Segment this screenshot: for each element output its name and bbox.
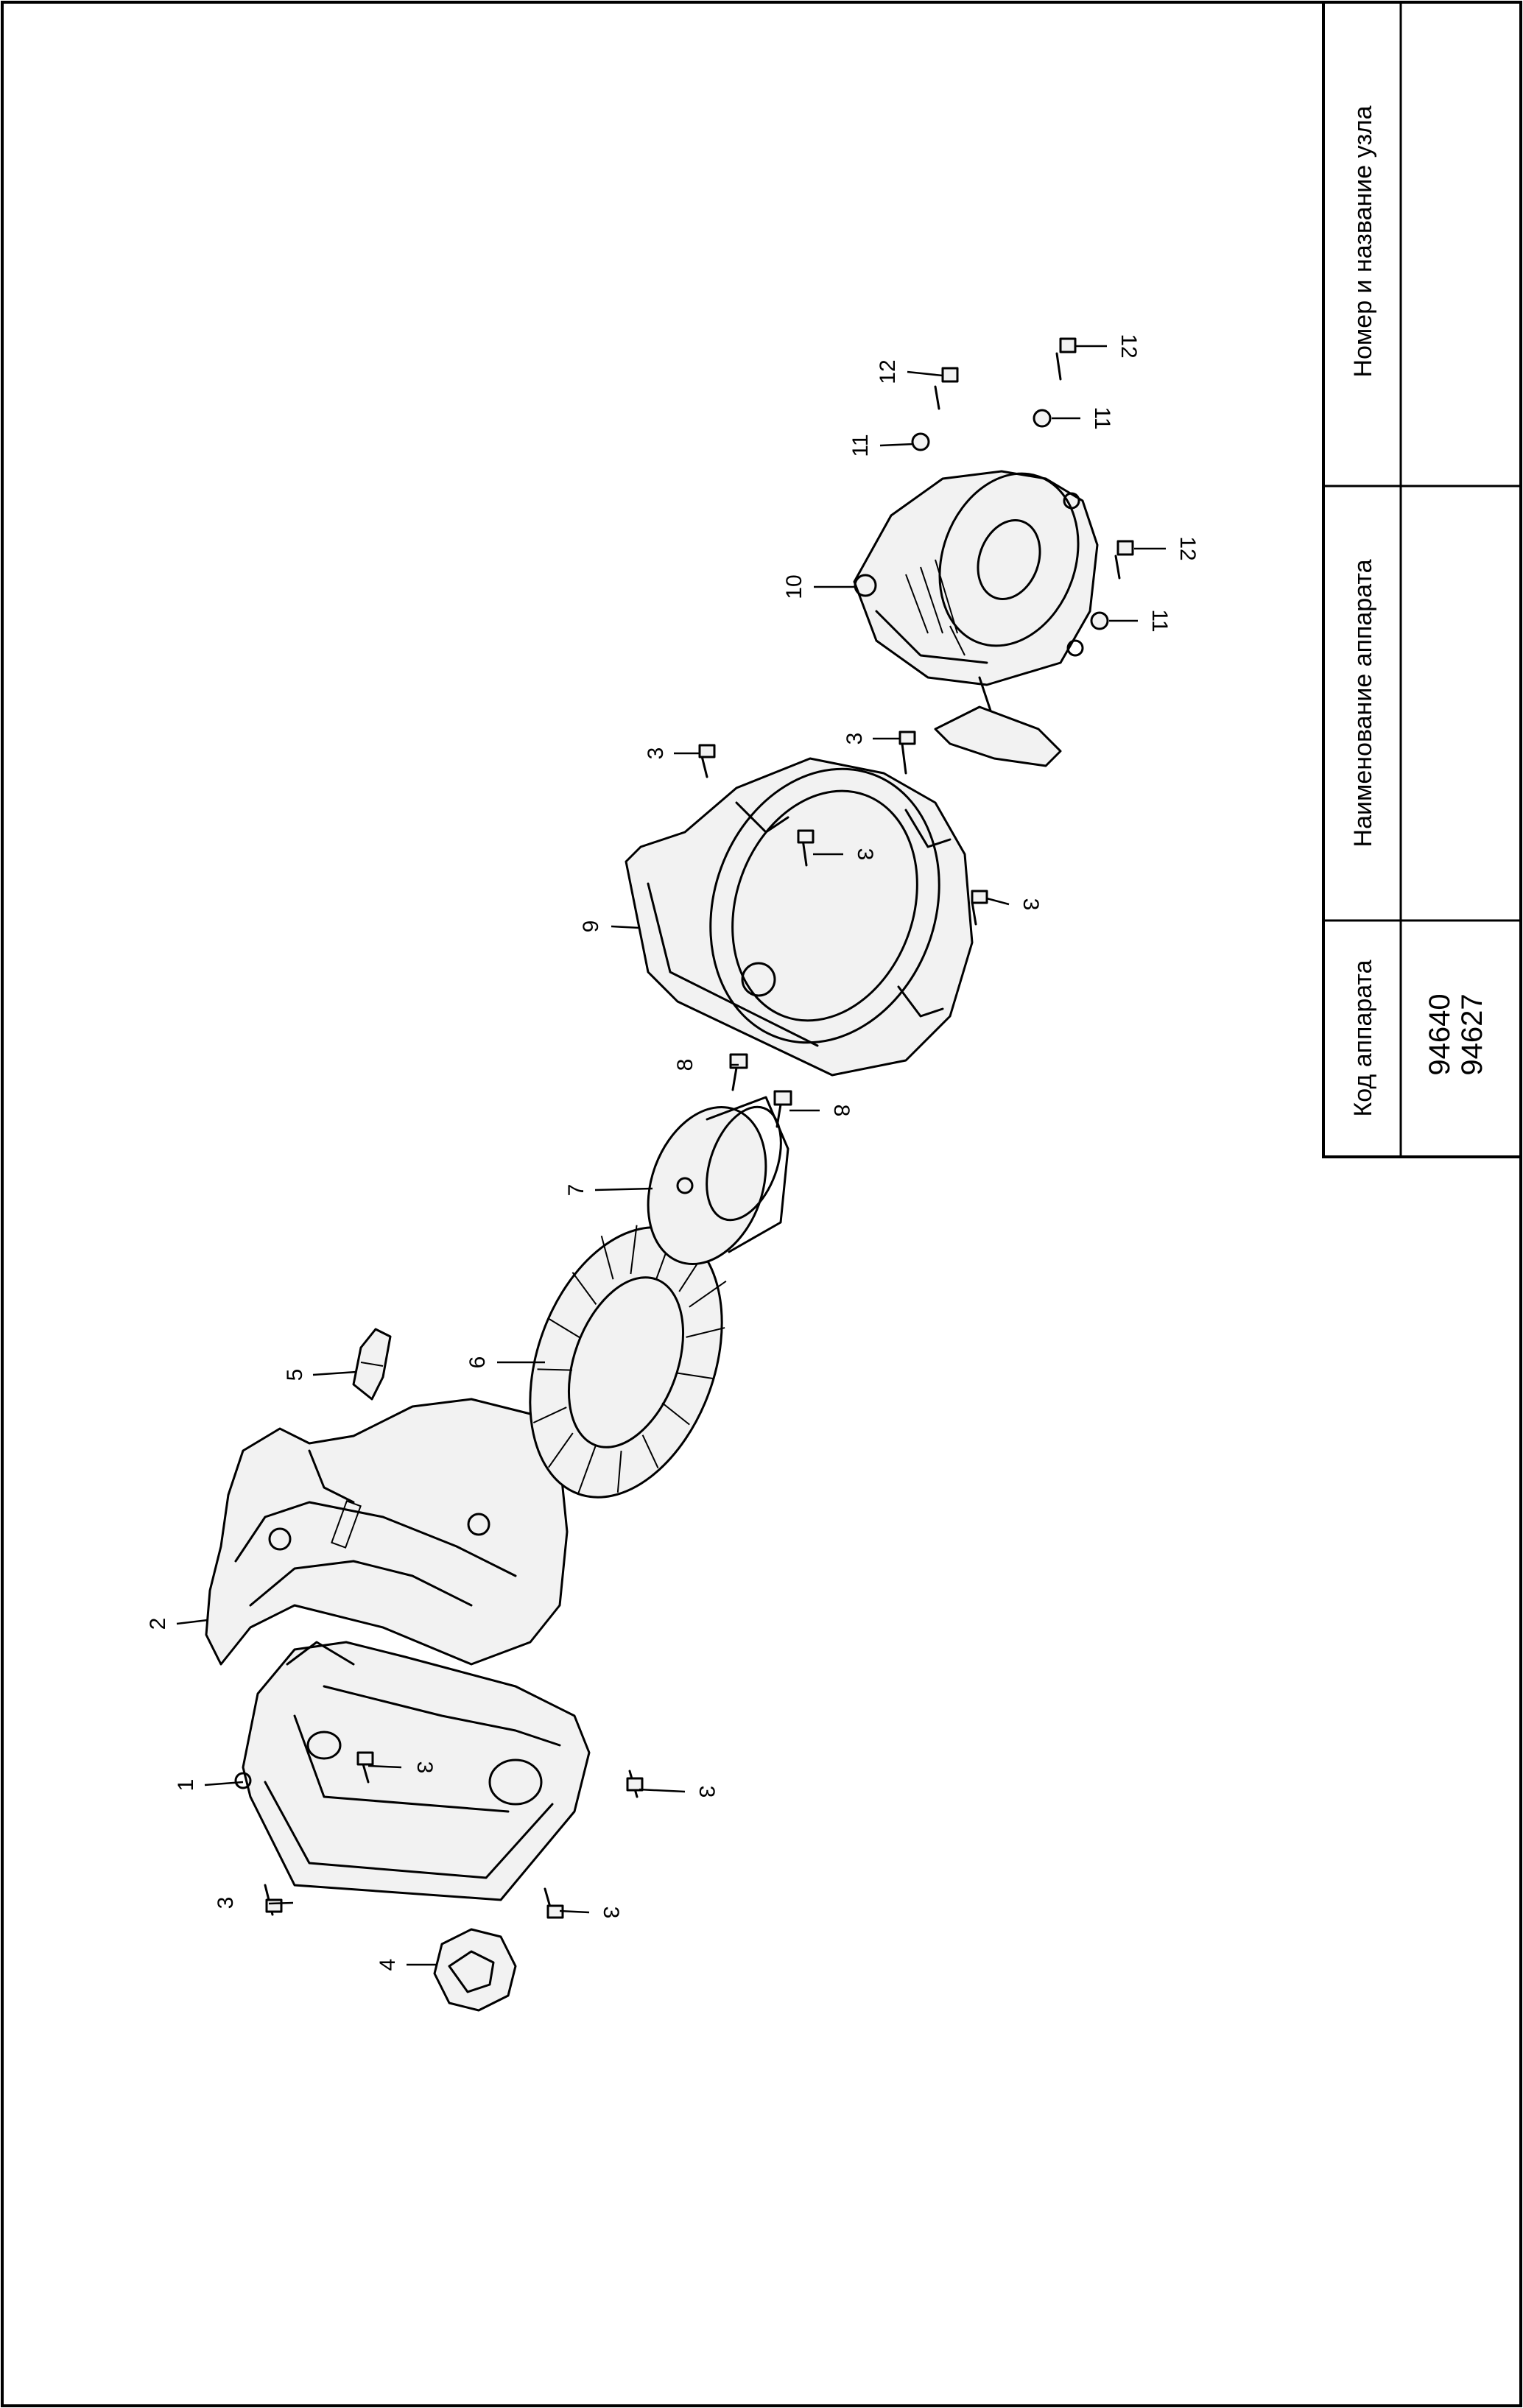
callout-3f: 3 bbox=[843, 733, 867, 745]
callout-12c: 12 bbox=[1175, 536, 1200, 560]
part-10-recoil-starter bbox=[853, 470, 1099, 767]
callout-3e: 3 bbox=[644, 747, 668, 760]
part-9-fan-cover bbox=[625, 757, 974, 1077]
callout-3c: 3 bbox=[599, 1907, 623, 1919]
part-6-flywheel bbox=[529, 1225, 727, 1499]
callout-3d: 3 bbox=[694, 1786, 719, 1798]
header-node-name: Номер и название узла bbox=[1349, 105, 1377, 377]
bolt-3-a bbox=[264, 1884, 283, 1916]
part-5-clip bbox=[352, 1328, 392, 1401]
callout-7: 7 bbox=[564, 1184, 588, 1197]
bolt-12-b bbox=[1055, 337, 1077, 381]
bolt-3-c bbox=[544, 1887, 564, 1919]
bolt-3-e bbox=[698, 744, 716, 778]
callout-11c: 11 bbox=[1147, 609, 1172, 632]
callout-12a: 12 bbox=[876, 359, 900, 384]
header-apparatus-name: Наименование аппарата bbox=[1349, 559, 1377, 847]
nut-11-b bbox=[1033, 409, 1052, 428]
callout-6: 6 bbox=[465, 1356, 490, 1369]
callout-12b: 12 bbox=[1116, 334, 1141, 358]
callout-1: 1 bbox=[174, 1779, 198, 1792]
part-7-starter-cup bbox=[647, 1096, 789, 1266]
screw-8-b bbox=[773, 1090, 792, 1128]
callout-3b: 3 bbox=[412, 1761, 437, 1774]
exploded-view bbox=[205, 337, 1134, 2012]
callout-8b: 8 bbox=[829, 1105, 854, 1117]
part-4-grommet bbox=[433, 1928, 517, 2012]
part-1-lower-housing bbox=[234, 1641, 591, 1901]
callout-11b: 11 bbox=[1090, 406, 1114, 429]
callout-9: 9 bbox=[579, 920, 603, 933]
bolt-3-h bbox=[971, 890, 988, 926]
callout-4: 4 bbox=[376, 1959, 400, 1971]
apparatus-code-1: 94640 bbox=[1424, 993, 1456, 1075]
bolt-12-c bbox=[1114, 540, 1134, 580]
leader-lines bbox=[176, 345, 1166, 1966]
callout-10: 10 bbox=[782, 574, 806, 599]
title-block: Номер и название узла Наименование аппар… bbox=[1322, 1, 1522, 1158]
callout-8a: 8 bbox=[673, 1059, 697, 1071]
callout-3a: 3 bbox=[214, 1897, 238, 1909]
part-2-upper-shroud bbox=[205, 1398, 569, 1666]
callout-3h: 3 bbox=[1019, 898, 1043, 911]
apparatus-code-2: 94627 bbox=[1456, 993, 1488, 1075]
bolt-3-g bbox=[797, 829, 815, 867]
screw-8-a bbox=[729, 1053, 748, 1091]
bolt-3-d bbox=[626, 1770, 644, 1798]
header-apparatus-code: Код аппарата bbox=[1349, 960, 1377, 1116]
callout-2: 2 bbox=[146, 1618, 170, 1630]
callout-5: 5 bbox=[283, 1369, 307, 1381]
callout-3g: 3 bbox=[853, 848, 877, 861]
nut-11-a bbox=[911, 432, 930, 451]
bolt-3-b bbox=[356, 1751, 374, 1784]
nut-11-c bbox=[1090, 611, 1109, 630]
bolt-3-f bbox=[898, 731, 916, 775]
callout-11a: 11 bbox=[848, 434, 873, 457]
callout-labels: 1 2 3 3 3 3 3 3 3 3 4 5 6 7 8 8 9 10 11 … bbox=[146, 334, 1200, 1971]
